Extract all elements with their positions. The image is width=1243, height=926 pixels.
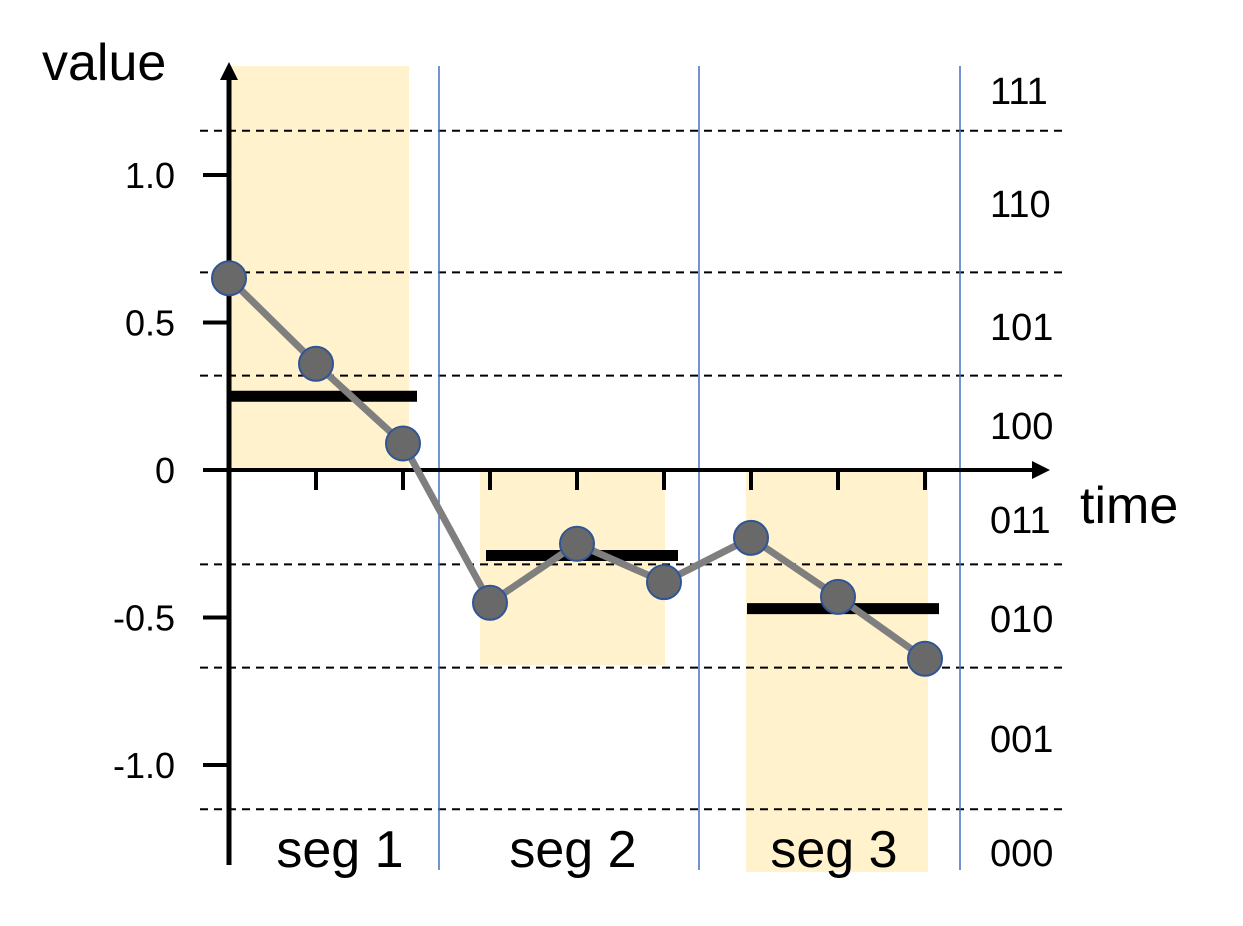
data-point-6 [646,564,682,601]
data-series [211,260,943,677]
chart-labels: 1.0 0.5 0 -0.5 -1.0 value time seg 1 seg 2 seg 3 1… [42,34,1178,879]
y-tick-label: 0 [155,450,175,491]
y-tick-label: 0.5 [125,303,175,344]
y-tick-label: 1.0 [125,155,175,196]
y-tick-label: -0.5 [113,598,175,639]
x-axis-label: time [1080,477,1178,535]
data-point-4 [472,584,508,621]
x-axis-arrowhead [1032,461,1050,479]
segment-label-2: seg 2 [509,821,636,879]
segment-label-3: seg 3 [770,821,897,879]
data-point-9 [907,640,943,677]
y-axis-arrowhead [220,62,238,80]
data-point-8 [820,578,856,615]
code-label-000: 000 [990,833,1053,875]
data-point-1 [211,260,247,297]
data-point-5 [559,525,595,562]
segment-label-1: seg 1 [276,821,403,879]
code-label-111: 111 [990,71,1048,113]
code-label-100: 100 [990,406,1053,448]
code-label-110: 110 [990,184,1051,226]
segment-shade-1 [229,66,409,470]
code-label-011: 011 [990,500,1051,542]
data-point-3 [385,425,421,462]
y-tick-label: -1.0 [113,745,175,786]
code-label-101: 101 [990,307,1053,349]
data-point-7 [733,519,769,556]
data-point-2 [298,345,334,382]
segment-shade-3 [746,470,928,872]
axes [203,62,1050,865]
code-label-001: 001 [990,719,1053,761]
y-axis-label: value [42,34,166,92]
code-label-010: 010 [990,599,1053,641]
